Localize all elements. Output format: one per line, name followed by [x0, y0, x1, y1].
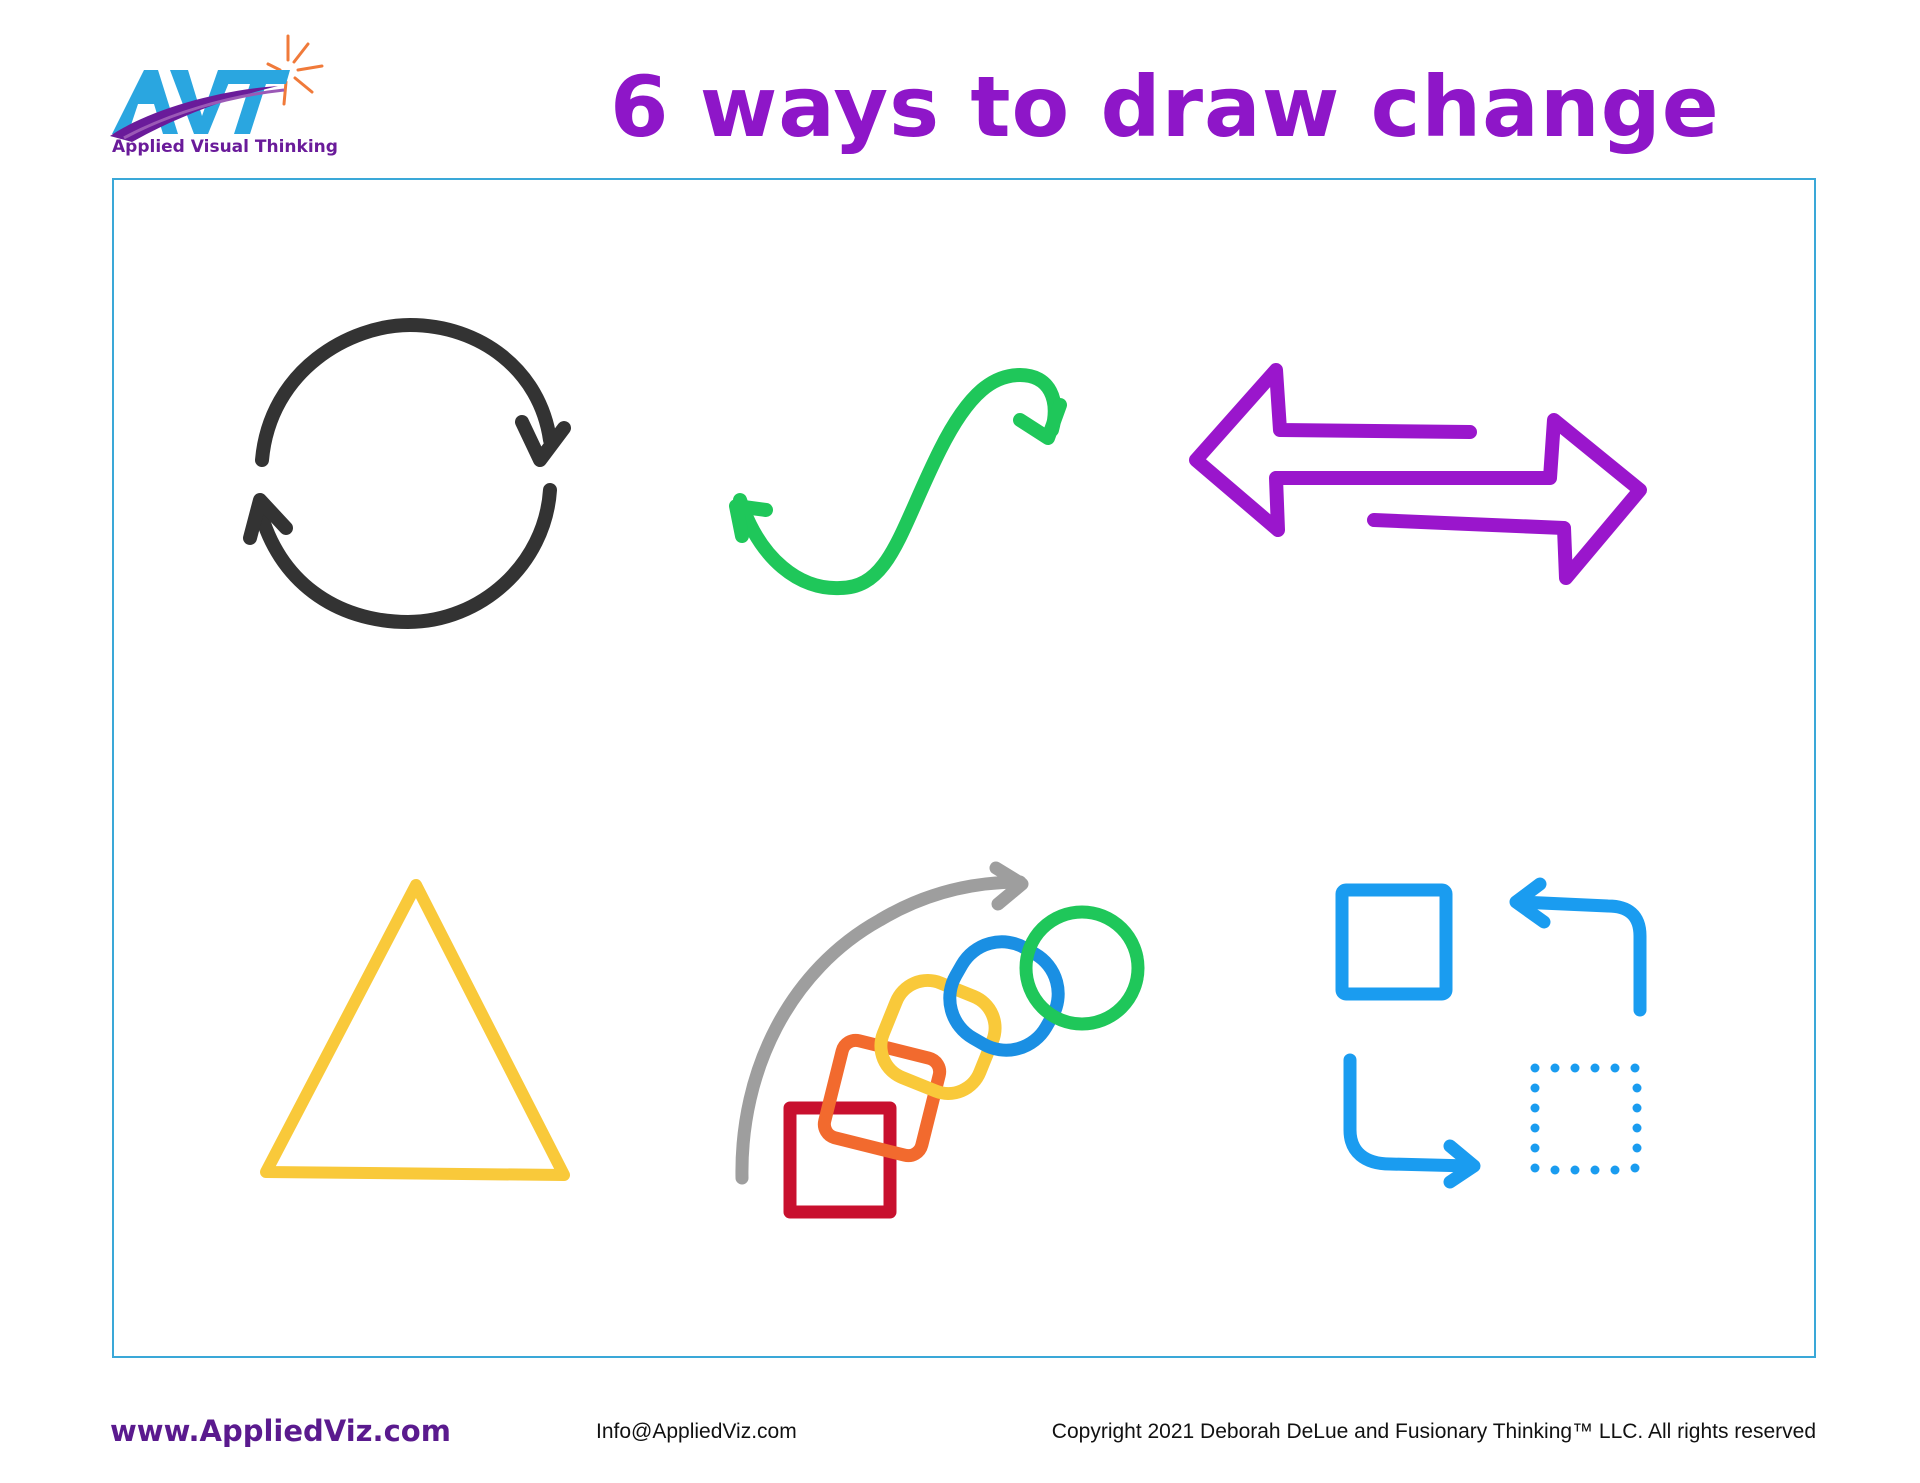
- avt-logo: [110, 34, 324, 142]
- double-exchange-arrows-icon: [1189, 363, 1647, 585]
- s-curve-arrow-icon: [729, 368, 1067, 596]
- logo-caption: Applied Visual Thinking: [112, 137, 338, 157]
- page-title: 6 ways to draw change: [610, 58, 1720, 156]
- square-transform-icon: [1335, 877, 1647, 1189]
- footer-copyright: Copyright 2021 Deborah DeLue and Fusiona…: [1051, 1420, 1816, 1443]
- footer-website-link[interactable]: www.AppliedViz.com: [110, 1414, 451, 1448]
- morphing-shapes-icon: [735, 861, 1145, 1219]
- triangle-icon: [260, 879, 570, 1181]
- content-frame: [112, 178, 1816, 1358]
- footer-email-link[interactable]: Info@AppliedViz.com: [596, 1420, 797, 1443]
- cycle-arrows-icon: [243, 318, 571, 629]
